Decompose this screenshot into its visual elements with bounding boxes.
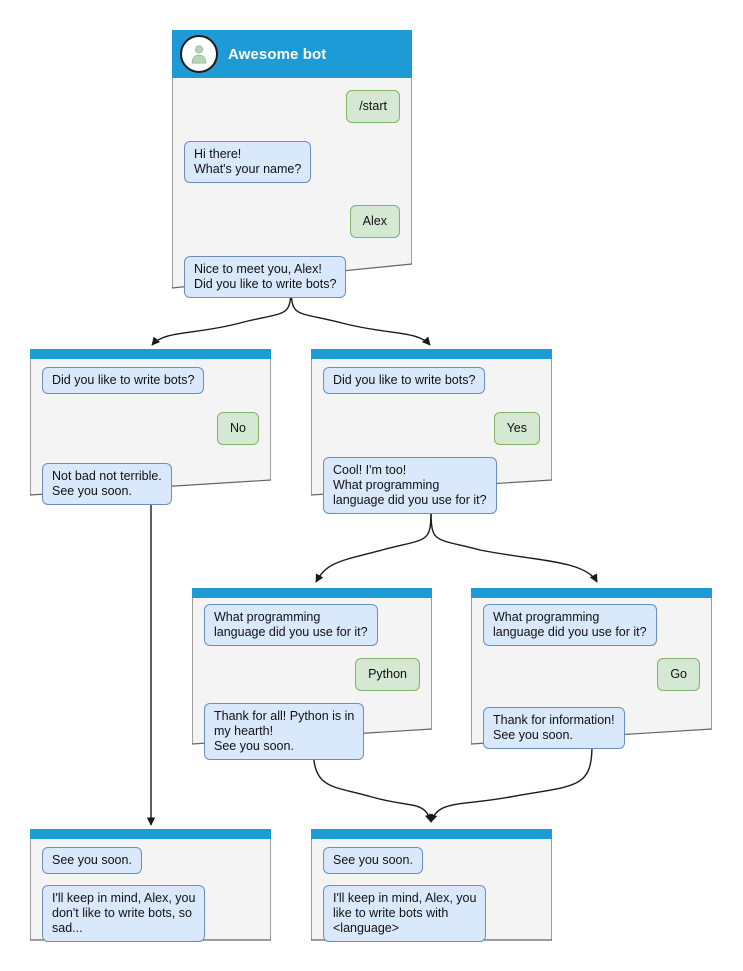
bot-message-bubble: Cool! I'm too! What programming language… bbox=[323, 457, 497, 514]
chat-card-end-happy[interactable]: See you soon. I'll keep in mind, Alex, y… bbox=[311, 829, 552, 942]
message-row: Alex bbox=[184, 205, 400, 238]
message-row: Thank for information! See you soon. bbox=[483, 707, 700, 749]
chat-card-no-branch[interactable]: Did you like to write bots? No Not bad n… bbox=[30, 349, 271, 505]
user-message-bubble: No bbox=[217, 412, 259, 445]
message-row: Nice to meet you, Alex! Did you like to … bbox=[184, 256, 400, 298]
message-row: /start bbox=[184, 90, 400, 123]
user-message-bubble: /start bbox=[346, 90, 400, 123]
bot-message-bubble: I'll keep in mind, Alex, you like to wri… bbox=[323, 885, 487, 942]
edge-yes-to-go bbox=[430, 502, 598, 583]
chat-body-go-branch: What programming language did you use fo… bbox=[471, 598, 712, 749]
bot-message-bubble: See you soon. bbox=[42, 847, 142, 874]
user-message-bubble: Yes bbox=[493, 412, 540, 445]
message-row: I'll keep in mind, Alex, you like to wri… bbox=[323, 885, 540, 942]
chat-card-python-branch[interactable]: What programming language did you use fo… bbox=[192, 588, 432, 760]
bot-message-bubble: Thank for all! Python is in my hearth! S… bbox=[204, 703, 365, 760]
message-row: Did you like to write bots? bbox=[42, 367, 259, 394]
person-avatar-icon bbox=[180, 35, 218, 73]
person-glyph bbox=[191, 45, 207, 64]
message-row: See you soon. bbox=[42, 847, 259, 874]
message-row: I'll keep in mind, Alex, you don't like … bbox=[42, 885, 259, 942]
bot-message-bubble: See you soon. bbox=[323, 847, 423, 874]
bot-message-bubble: Thank for information! See you soon. bbox=[483, 707, 625, 749]
chat-card-yes-branch[interactable]: Did you like to write bots? Yes Cool! I'… bbox=[311, 349, 552, 514]
message-row: Python bbox=[204, 658, 420, 691]
message-row: Hi there! What's your name? bbox=[184, 141, 400, 183]
message-row: Go bbox=[483, 658, 700, 691]
user-message-bubble: Go bbox=[657, 658, 700, 691]
card-header-yes-branch bbox=[311, 349, 552, 359]
bot-message-bubble: Did you like to write bots? bbox=[42, 367, 205, 394]
chat-body-end-happy: See you soon. I'll keep in mind, Alex, y… bbox=[311, 839, 552, 942]
card-header-no-branch bbox=[30, 349, 271, 359]
message-row: No bbox=[42, 412, 259, 445]
card-header-end-happy bbox=[311, 829, 552, 839]
card-header-python-branch bbox=[192, 588, 432, 598]
card-header-go-branch bbox=[471, 588, 712, 598]
bot-title: Awesome bot bbox=[228, 45, 327, 63]
message-row: Not bad not terrible. See you soon. bbox=[42, 463, 259, 505]
chat-body-yes-branch: Did you like to write bots? Yes Cool! I'… bbox=[311, 359, 552, 514]
message-row: What programming language did you use fo… bbox=[204, 604, 420, 646]
bot-message-bubble: What programming language did you use fo… bbox=[483, 604, 657, 646]
bot-message-bubble: What programming language did you use fo… bbox=[204, 604, 378, 646]
bot-message-bubble: Nice to meet you, Alex! Did you like to … bbox=[184, 256, 347, 298]
chat-card-start[interactable]: Awesome bot /start Hi there! What's your… bbox=[172, 30, 412, 298]
chat-card-go-branch[interactable]: What programming language did you use fo… bbox=[471, 588, 712, 749]
chat-body-end-sad: See you soon. I'll keep in mind, Alex, y… bbox=[30, 839, 271, 942]
chat-body-start: /start Hi there! What's your name? Alex … bbox=[172, 78, 412, 298]
edge-yes-to-python bbox=[315, 502, 432, 583]
bot-message-bubble: I'll keep in mind, Alex, you don't like … bbox=[42, 885, 206, 942]
message-row: Yes bbox=[323, 412, 540, 445]
user-message-bubble: Python bbox=[355, 658, 420, 691]
bot-message-bubble: Hi there! What's your name? bbox=[184, 141, 312, 183]
message-row: Did you like to write bots? bbox=[323, 367, 540, 394]
bot-message-bubble: Did you like to write bots? bbox=[323, 367, 486, 394]
message-row: Cool! I'm too! What programming language… bbox=[323, 457, 540, 514]
bot-message-bubble: Not bad not terrible. See you soon. bbox=[42, 463, 172, 505]
message-row: See you soon. bbox=[323, 847, 540, 874]
card-header-end-sad bbox=[30, 829, 271, 839]
chat-body-python-branch: What programming language did you use fo… bbox=[192, 598, 432, 760]
user-message-bubble: Alex bbox=[349, 205, 400, 238]
message-row: Thank for all! Python is in my hearth! S… bbox=[204, 703, 420, 760]
chat-body-no-branch: Did you like to write bots? No Not bad n… bbox=[30, 359, 271, 505]
chat-card-end-sad[interactable]: See you soon. I'll keep in mind, Alex, y… bbox=[30, 829, 271, 942]
card-header-start: Awesome bot bbox=[172, 30, 412, 78]
edge-go-to-end-happy bbox=[429, 744, 593, 823]
message-row: What programming language did you use fo… bbox=[483, 604, 700, 646]
